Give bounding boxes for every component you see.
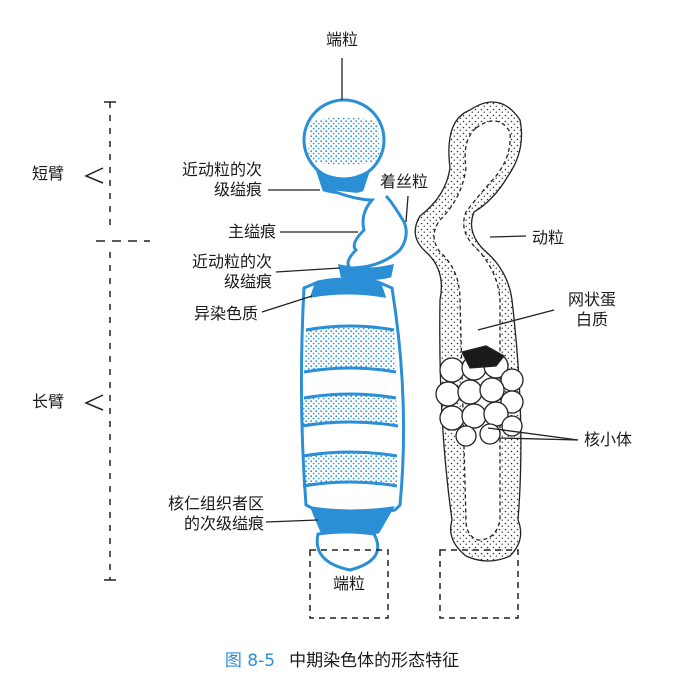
arm-brackets bbox=[84, 101, 150, 581]
label-protein-network: 网状蛋 白质 bbox=[567, 290, 616, 329]
label-nucleolar-organizer: 核仁组织者区 的次级缢痕 bbox=[167, 494, 264, 533]
label-primary-constriction: 主缢痕 bbox=[227, 222, 276, 241]
label-kinetochore: 着丝粒 bbox=[380, 172, 429, 191]
label-long-arm: 长臂 bbox=[32, 392, 65, 411]
telomere-box-left bbox=[309, 549, 389, 619]
leader-lines bbox=[261, 58, 579, 523]
label-heterochromatin: 异染色质 bbox=[193, 304, 258, 323]
figure-number: 图 8-5 bbox=[224, 651, 276, 671]
blue-chromatid bbox=[299, 98, 408, 572]
label-short-arm: 短臂 bbox=[32, 164, 65, 183]
label-centromere: 动粒 bbox=[532, 228, 565, 247]
label-telomere-top: 端粒 bbox=[325, 30, 358, 49]
label-nucleolus: 核小体 bbox=[584, 430, 633, 449]
long-arm-arrow bbox=[84, 394, 104, 411]
nucleolus-cluster bbox=[435, 353, 524, 447]
protein-network-mark bbox=[461, 345, 505, 369]
figure-caption: 图 8-5 中期染色体的形态特征 bbox=[0, 646, 684, 671]
label-telomere-bottom: 端粒 bbox=[332, 574, 365, 593]
short-arm-arrow bbox=[84, 167, 104, 184]
label-proximal-secondary-constriction-2: 近动粒的次 级缢痕 bbox=[191, 252, 272, 291]
dotted-chromatid bbox=[414, 101, 524, 562]
figure-title: 中期染色体的形态特征 bbox=[289, 651, 460, 671]
label-proximal-secondary-constriction-1: 近动粒的次 级缢痕 bbox=[181, 160, 262, 199]
